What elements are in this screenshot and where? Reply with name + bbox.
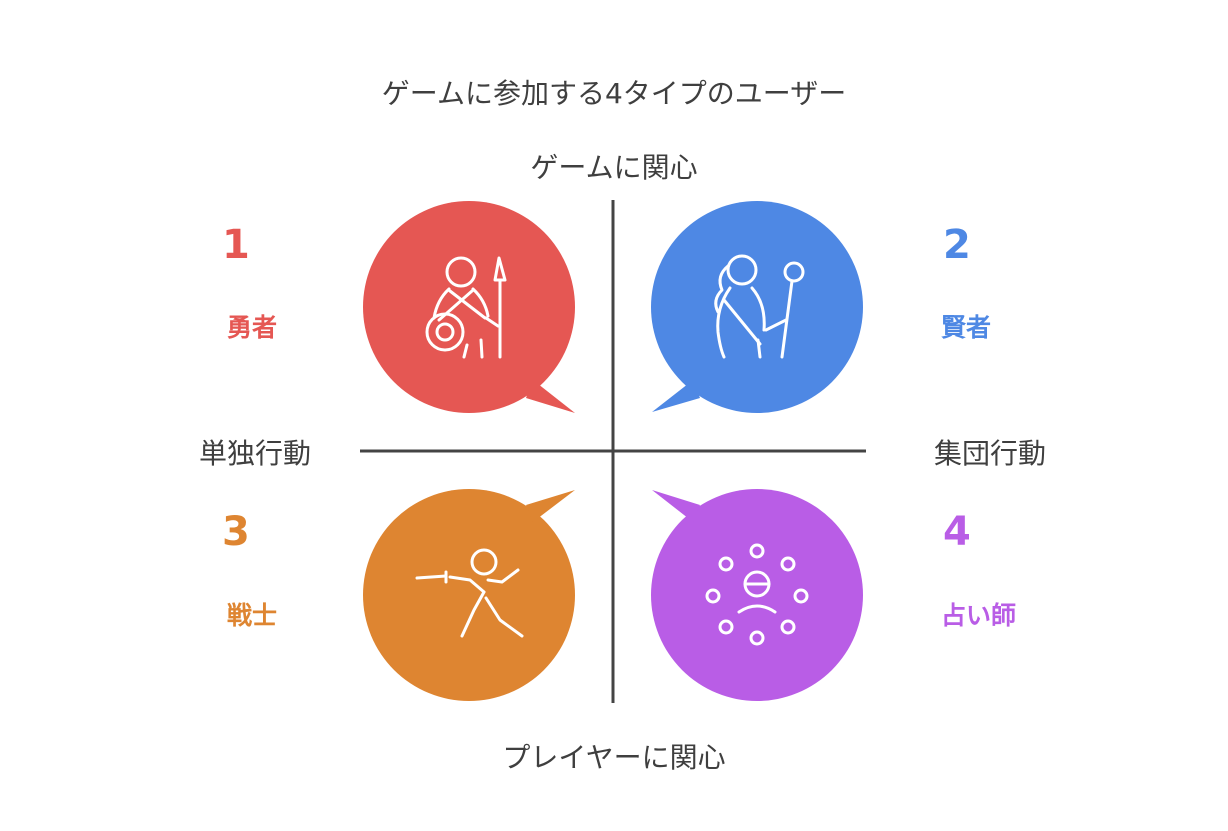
diagram-title: ゲームに参加する4タイプのユーザー: [381, 77, 847, 110]
sage-icon: [714, 254, 805, 359]
fencer-icon: [415, 548, 524, 638]
quadrant-name-2: 賢者: [941, 313, 992, 342]
quadrant-number-4: 4: [943, 509, 971, 555]
bubble-4: [651, 489, 863, 701]
axis-label-bottom: プレイヤーに関心: [502, 741, 726, 774]
quadrant-name-3: 戦士: [227, 601, 278, 630]
axis-label-left: 単独行動: [198, 437, 311, 470]
quadrant-name-1: 勇者: [227, 313, 278, 342]
fortune-teller-icon: [705, 543, 809, 646]
quadrant-name-4: 占い師: [941, 601, 1017, 630]
quadrant-number-1: 1: [222, 222, 250, 268]
axis-label-right: 集団行動: [933, 437, 1046, 470]
bubble-3: [363, 489, 575, 701]
bubble-1: [363, 201, 575, 413]
warrior-icon: [425, 256, 507, 359]
quadrant-number-3: 3: [222, 509, 250, 555]
quadrant-number-2: 2: [943, 222, 971, 268]
axis-label-top: ゲームに関心: [530, 151, 698, 184]
bubble-2: [651, 201, 863, 413]
